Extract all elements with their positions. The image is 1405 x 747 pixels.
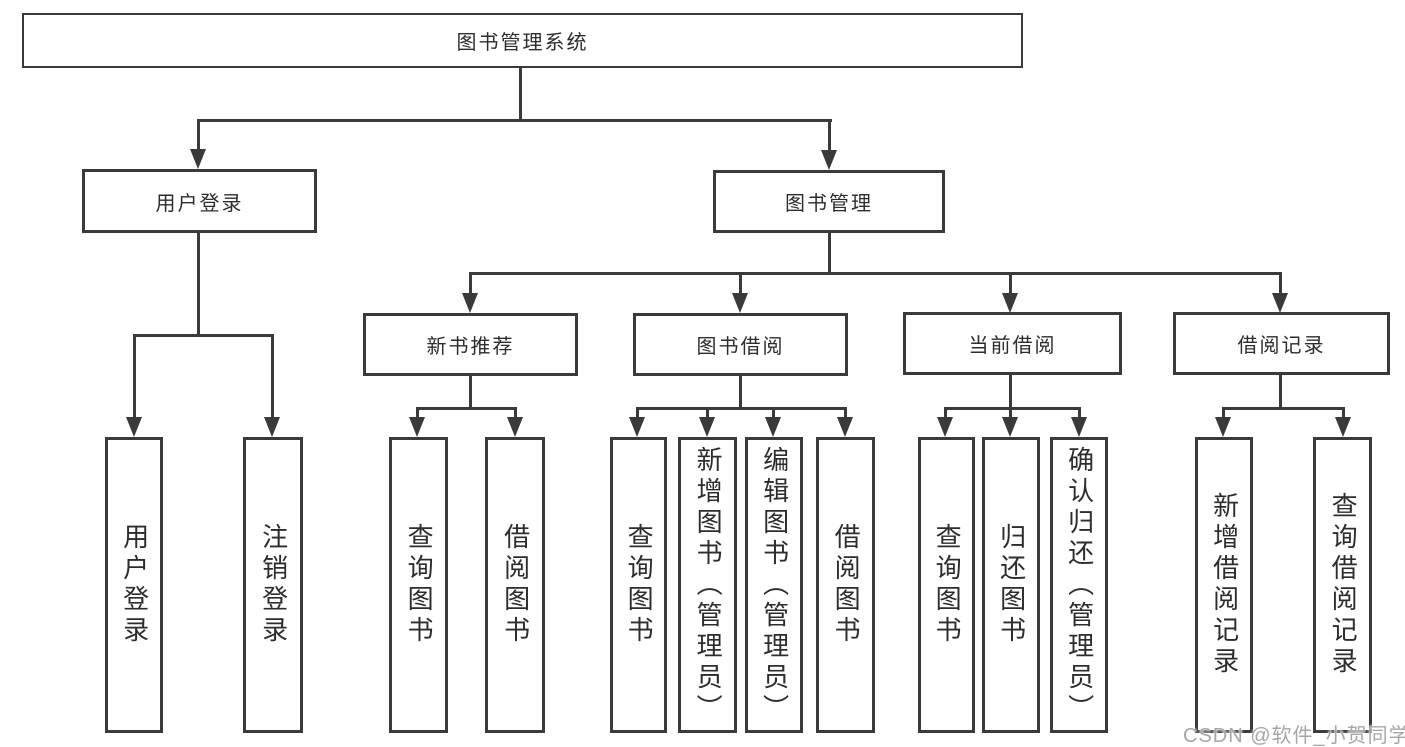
arrowhead-login-leaf2 xyxy=(264,417,280,437)
arrowhead-borrow xyxy=(732,293,748,313)
leaf-confirm-return-admin: 确认归还（管理员） xyxy=(1050,437,1108,733)
connector-records-leaf1-drop xyxy=(1222,407,1225,419)
node-book-borrow: 图书借阅 xyxy=(633,313,848,376)
leaf-recommend-query-book: 查询图书 xyxy=(389,437,448,733)
connector-records-branch xyxy=(1222,407,1345,410)
node-book-borrow-label: 图书借阅 xyxy=(696,336,785,358)
connector-borrow-leaf2-drop xyxy=(706,407,709,419)
arrowhead-recommend xyxy=(462,293,478,313)
node-user-login: 用户登录 xyxy=(82,169,317,233)
leaf-recommend-borrow-book-label: 借阅图书 xyxy=(500,523,531,647)
leaf-borrow-book-label: 借阅图书 xyxy=(831,523,862,647)
connector-current-stem xyxy=(1009,375,1012,409)
arrowhead-borrow-leaf3 xyxy=(765,417,781,437)
connector-current-leaf1-drop xyxy=(944,407,947,419)
connector-borrow-leaf1-drop xyxy=(636,407,639,419)
leaf-return-book-label: 归还图书 xyxy=(996,523,1027,647)
node-borrow-records: 借阅记录 xyxy=(1173,312,1390,375)
connector-login-leaf2-drop xyxy=(271,334,274,418)
leaf-add-borrow-record: 新增借阅记录 xyxy=(1195,437,1253,733)
leaf-borrow-book: 借阅图书 xyxy=(816,437,875,733)
node-current-borrow: 当前借阅 xyxy=(903,312,1122,375)
arrowhead-records-leaf2 xyxy=(1335,417,1351,437)
leaf-current-query-book-label: 查询图书 xyxy=(932,523,963,647)
leaf-logout: 注销登录 xyxy=(243,437,303,733)
connector-records-leaf2-drop xyxy=(1342,407,1345,419)
arrowhead-records xyxy=(1272,293,1288,313)
arrowhead-current xyxy=(1002,293,1018,313)
connector-current-leaf3-drop xyxy=(1078,407,1081,419)
connector-borrow-drop xyxy=(739,272,742,294)
leaf-edit-book-admin: 编辑图书（管理员） xyxy=(745,437,803,733)
arrowhead-borrow-leaf2 xyxy=(699,417,715,437)
connector-recommend-leaf1-drop xyxy=(416,407,419,419)
connector-current-leaf2-drop xyxy=(1009,407,1012,419)
arrowhead-borrow-leaf1 xyxy=(629,417,645,437)
connector-current-drop xyxy=(1009,272,1012,294)
arrowhead-user-login xyxy=(190,149,206,169)
leaf-query-borrow-record-label: 查询借阅记录 xyxy=(1328,492,1359,678)
leaf-add-borrow-record-label: 新增借阅记录 xyxy=(1209,492,1240,678)
arrowhead-recommend-leaf2 xyxy=(507,417,523,437)
node-book-management-label: 图书管理 xyxy=(785,193,873,215)
connector-recommend-stem xyxy=(469,376,472,409)
connector-login-stem xyxy=(197,233,200,336)
connector-borrow-stem xyxy=(739,376,742,409)
connector-level3-branch xyxy=(469,272,1282,275)
node-library-system: 图书管理系统 xyxy=(22,13,1023,68)
node-new-book-recommend: 新书推荐 xyxy=(363,313,578,376)
leaf-user-login: 用户登录 xyxy=(105,437,163,733)
node-book-management: 图书管理 xyxy=(713,170,945,233)
arrowhead-current-leaf3 xyxy=(1071,417,1087,437)
connector-recommend-drop xyxy=(469,272,472,294)
connector-borrow-branch xyxy=(636,407,847,410)
connector-records-drop xyxy=(1279,272,1282,294)
connector-current-branch xyxy=(944,407,1081,410)
leaf-query-borrow-record: 查询借阅记录 xyxy=(1313,437,1372,733)
leaf-add-book-admin-label: 新增图书（管理员） xyxy=(693,445,724,725)
leaf-borrow-query-book: 查询图书 xyxy=(610,437,667,733)
leaf-logout-label: 注销登录 xyxy=(258,523,289,647)
connector-book-mgmt-drop xyxy=(828,119,831,152)
connector-login-branch xyxy=(133,334,274,337)
leaf-borrow-query-book-label: 查询图书 xyxy=(624,523,655,647)
csdn-watermark: CSDN @软件_小贺同学 xyxy=(1183,725,1405,747)
arrowhead-recommend-leaf1 xyxy=(409,417,425,437)
connector-login-leaf1-drop xyxy=(133,334,136,418)
leaf-recommend-query-book-label: 查询图书 xyxy=(404,523,435,647)
node-current-borrow-label: 当前借阅 xyxy=(968,335,1057,357)
connector-recommend-leaf2-drop xyxy=(514,407,517,419)
arrowhead-current-leaf2 xyxy=(1002,417,1018,437)
arrowhead-login-leaf1 xyxy=(126,417,142,437)
connector-mgmt-stem xyxy=(828,233,831,274)
connector-root-stem xyxy=(519,68,522,122)
arrowhead-borrow-leaf4 xyxy=(837,417,853,437)
leaf-recommend-borrow-book: 借阅图书 xyxy=(485,437,545,733)
connector-recommend-branch xyxy=(416,407,517,410)
leaf-add-book-admin: 新增图书（管理员） xyxy=(678,437,737,733)
leaf-current-query-book: 查询图书 xyxy=(918,437,975,733)
node-borrow-records-label: 借阅记录 xyxy=(1237,335,1326,357)
arrowhead-current-leaf1 xyxy=(937,417,953,437)
connector-user-login-drop xyxy=(197,119,200,151)
connector-borrow-leaf3-drop xyxy=(772,407,775,419)
connector-borrow-leaf4-drop xyxy=(844,407,847,419)
arrowhead-records-leaf1 xyxy=(1215,417,1231,437)
connector-level2-branch xyxy=(197,119,832,122)
leaf-confirm-return-admin-label: 确认归还（管理员） xyxy=(1064,445,1095,725)
leaf-user-login-label: 用户登录 xyxy=(119,523,150,647)
arrowhead-book-mgmt xyxy=(821,150,837,170)
leaf-edit-book-admin-label: 编辑图书（管理员） xyxy=(759,445,790,725)
node-user-login-label: 用户登录 xyxy=(155,192,244,215)
leaf-return-book: 归还图书 xyxy=(982,437,1040,733)
node-library-system-label: 图书管理系统 xyxy=(456,32,589,54)
node-new-book-recommend-label: 新书推荐 xyxy=(426,336,515,358)
connector-records-stem xyxy=(1279,375,1282,409)
